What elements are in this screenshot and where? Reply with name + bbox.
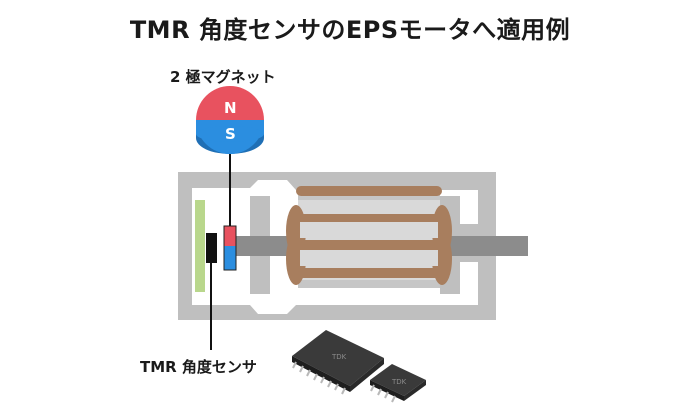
tmr-sensor-chip [206,233,217,263]
sensor-label: TMR 角度センサ [140,358,257,376]
small-chip-mark: TDK [391,378,407,386]
circuit-board [195,200,205,292]
shaft-magnet [223,225,237,271]
large-chip-package: TDK [292,330,384,395]
motor-coils [286,186,452,285]
north-pole-label: N [224,99,237,117]
south-pole-label: S [225,125,236,143]
diagram-title: TMR 角度センサのEPSモータへ適用例 [129,16,571,44]
two-pole-magnet: N S [196,86,264,154]
magnet-label: 2 極マグネット [170,68,276,86]
small-chip-package: TDK [370,364,426,403]
large-chip-mark: TDK [331,353,347,361]
